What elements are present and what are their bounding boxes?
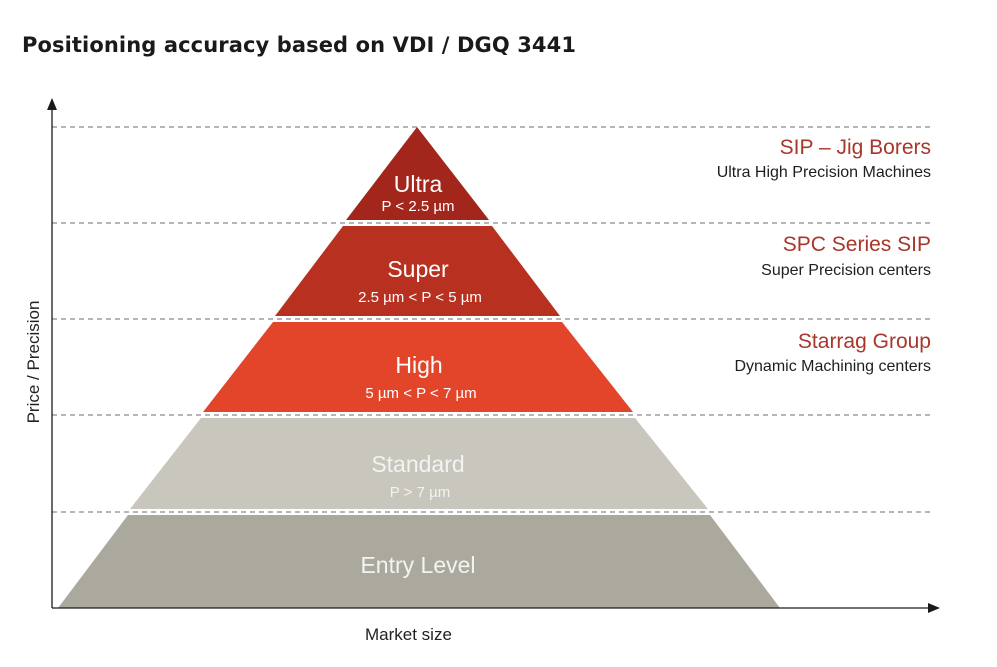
category-subtitle: Super Precision centers: [761, 262, 931, 279]
tier-high-range: 5 µm < P < 7 µm: [365, 385, 477, 402]
x-axis-arrow: [928, 603, 940, 613]
tier-entry-shape: [58, 515, 780, 608]
page-title: Positioning accuracy based on VDI / DGQ …: [22, 33, 577, 57]
y-axis-label: Price / Precision: [24, 300, 43, 424]
tier-standard-range: P > 7 µm: [389, 484, 451, 501]
tier-high-shape: [203, 322, 633, 412]
tier-super-label: Super: [387, 256, 449, 282]
tier-standard-shape: [130, 418, 708, 509]
category-heading: SPC Series SIP: [782, 233, 931, 256]
category-subtitle: Dynamic Machining centers: [734, 358, 931, 375]
guide-lines: [52, 126, 930, 513]
category-subtitle: Ultra High Precision Machines: [716, 164, 931, 181]
tier-super-range: 2.5 µm < P < 5 µm: [358, 289, 482, 306]
tier-standard-label: Standard: [371, 451, 465, 477]
tier-entry-label: Entry Level: [360, 552, 476, 578]
tier-high-label: High: [395, 352, 443, 378]
category-heading: SIP – Jig Borers: [779, 136, 931, 159]
x-axis-label: Market size: [365, 625, 452, 644]
y-axis-arrow: [47, 98, 57, 110]
tier-ultra-label: Ultra: [393, 171, 443, 197]
category-heading: Starrag Group: [797, 330, 931, 353]
tier-ultra-range: P < 2.5 µm: [381, 198, 455, 215]
tier-ultra-shape: [346, 127, 489, 220]
axes: [47, 98, 940, 613]
tier-super-shape: [275, 226, 560, 316]
